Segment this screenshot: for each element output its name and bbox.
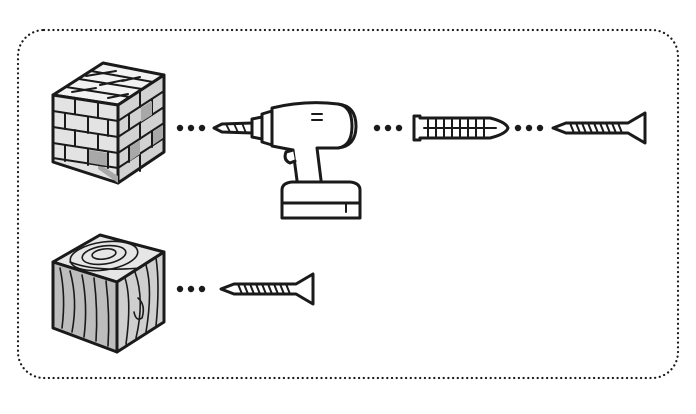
cordless-drill-icon — [212, 101, 362, 220]
screw-icon — [219, 272, 315, 306]
dotted-frame — [16, 28, 680, 380]
screw-icon — [551, 111, 647, 145]
brick-wall-cube-icon — [51, 61, 166, 185]
ellipsis-connector-icon — [176, 285, 206, 293]
ellipsis-connector-icon — [176, 124, 206, 132]
wall-plug-anchor-icon — [412, 114, 510, 142]
ellipsis-connector-icon — [373, 124, 403, 132]
ellipsis-connector-icon — [514, 124, 544, 132]
wood-cube-icon — [51, 233, 166, 354]
